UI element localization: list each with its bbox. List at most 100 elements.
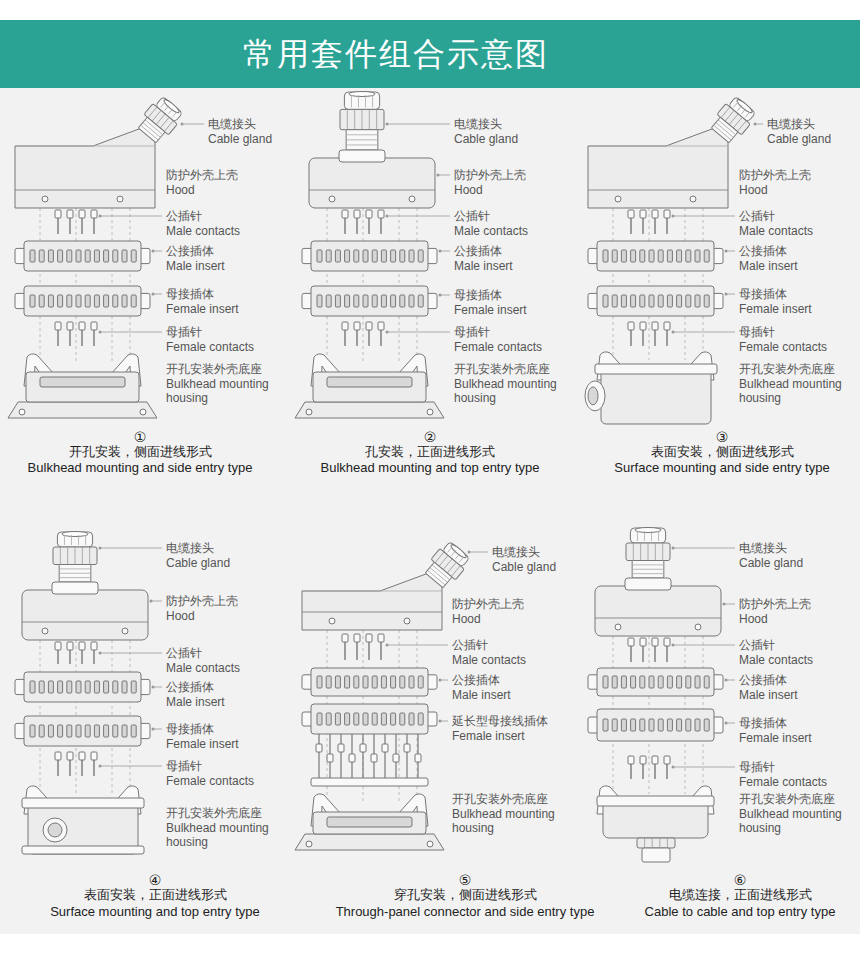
callout-label-en: Male contacts bbox=[166, 661, 278, 675]
callout-label: 防护外壳上壳 bbox=[739, 597, 811, 611]
part-shape bbox=[354, 713, 359, 725]
part-shape bbox=[393, 754, 399, 762]
part-shape bbox=[381, 295, 386, 307]
part-line bbox=[640, 543, 641, 561]
leader-dot bbox=[439, 679, 442, 682]
part-ellipse bbox=[588, 387, 598, 405]
part-shape bbox=[628, 210, 634, 218]
part-shape bbox=[58, 250, 63, 262]
callout-label-en: Bulkhead mounting housing bbox=[452, 807, 564, 835]
part-shape bbox=[677, 719, 682, 731]
part-shape bbox=[138, 117, 165, 143]
part-shape bbox=[603, 250, 608, 262]
part-shape bbox=[122, 681, 127, 693]
part-shape bbox=[595, 364, 717, 374]
part-line bbox=[60, 547, 61, 565]
connector-set bbox=[15, 532, 162, 855]
part-line bbox=[630, 328, 631, 346]
leader-dot bbox=[386, 123, 389, 126]
part-circle bbox=[117, 196, 123, 202]
leader-dot bbox=[672, 766, 675, 769]
callout-label-en: Hood bbox=[166, 609, 278, 623]
part-line bbox=[75, 547, 76, 565]
part-shape bbox=[58, 681, 63, 693]
part-line bbox=[387, 332, 450, 333]
part-shape bbox=[59, 565, 91, 583]
callout-label: 电缆接头 bbox=[454, 117, 502, 131]
part-line bbox=[81, 758, 82, 776]
callout-label: 母接插体 bbox=[739, 716, 787, 730]
part-line bbox=[435, 552, 444, 563]
caption: 开孔安装，侧面进线形式 bbox=[69, 444, 212, 460]
part-shape bbox=[311, 704, 428, 734]
callout-label-en: Cable gland bbox=[208, 132, 320, 146]
part-line bbox=[666, 644, 667, 662]
part-shape bbox=[85, 681, 90, 693]
part-shape bbox=[391, 713, 396, 725]
part-shape bbox=[631, 295, 636, 307]
callout-label: 延长型母接线插体 bbox=[452, 714, 548, 728]
part-line bbox=[459, 557, 463, 562]
part-shape bbox=[640, 295, 645, 307]
part-line bbox=[417, 208, 418, 362]
part-line bbox=[156, 114, 165, 125]
part-shape bbox=[597, 286, 714, 316]
part-shape bbox=[628, 756, 634, 764]
part-shape bbox=[621, 676, 626, 688]
part-shape bbox=[603, 719, 608, 731]
callout-label: 公插针 bbox=[452, 638, 488, 652]
part-shape bbox=[400, 676, 405, 688]
callout-label-en: Female contacts bbox=[454, 340, 566, 354]
part-shape bbox=[131, 250, 136, 262]
part-shape bbox=[642, 848, 670, 862]
callout-label: 母插针 bbox=[739, 325, 775, 339]
part-line bbox=[380, 640, 381, 660]
leader-dot bbox=[152, 686, 155, 689]
part-shape bbox=[94, 725, 99, 737]
part-line bbox=[344, 328, 345, 346]
callout-label: 母接插体 bbox=[166, 722, 214, 736]
caption-en: Surface mounting and top entry type bbox=[50, 904, 260, 920]
part-shape bbox=[652, 210, 658, 218]
leader-dot bbox=[152, 293, 155, 296]
callout-label-en: Hood bbox=[452, 612, 564, 626]
part-shape bbox=[94, 681, 99, 693]
callout-label-en: Female insert bbox=[739, 302, 851, 316]
part-shape bbox=[637, 838, 675, 848]
part-shape bbox=[632, 561, 664, 579]
part-shape bbox=[39, 681, 44, 693]
callout-label-en: Cable gland bbox=[492, 560, 604, 574]
part-shape bbox=[91, 210, 97, 218]
part-shape bbox=[597, 241, 714, 271]
part-shape bbox=[704, 676, 709, 688]
cable-gland bbox=[422, 539, 473, 591]
part-shape bbox=[425, 562, 452, 588]
part-shape bbox=[626, 543, 670, 561]
part-circle bbox=[329, 196, 335, 202]
part-shape bbox=[85, 250, 90, 262]
background-panel bbox=[0, 88, 860, 934]
part-shape bbox=[311, 668, 428, 696]
callout-label-en: Female contacts bbox=[739, 775, 851, 789]
part-line bbox=[685, 208, 686, 360]
callout-label: 公接插体 bbox=[166, 680, 214, 694]
part-line bbox=[100, 332, 162, 333]
part-line bbox=[648, 543, 649, 561]
part-line bbox=[667, 838, 668, 848]
part-shape bbox=[418, 713, 423, 725]
callout-label: 母插针 bbox=[739, 760, 775, 774]
part-line bbox=[439, 555, 448, 566]
part-line bbox=[384, 732, 385, 782]
part-shape bbox=[391, 295, 396, 307]
part-shape bbox=[354, 676, 359, 688]
part-shape bbox=[317, 250, 322, 262]
callout-label-en: Male insert bbox=[739, 688, 851, 702]
part-shape bbox=[366, 322, 372, 330]
callout-label: 公插针 bbox=[166, 209, 202, 223]
part-shape bbox=[339, 150, 385, 162]
callout-label-en: Female insert bbox=[454, 303, 566, 317]
part-line bbox=[430, 568, 448, 583]
part-shape bbox=[652, 638, 658, 646]
part-shape bbox=[85, 295, 90, 307]
part-line bbox=[406, 732, 407, 782]
